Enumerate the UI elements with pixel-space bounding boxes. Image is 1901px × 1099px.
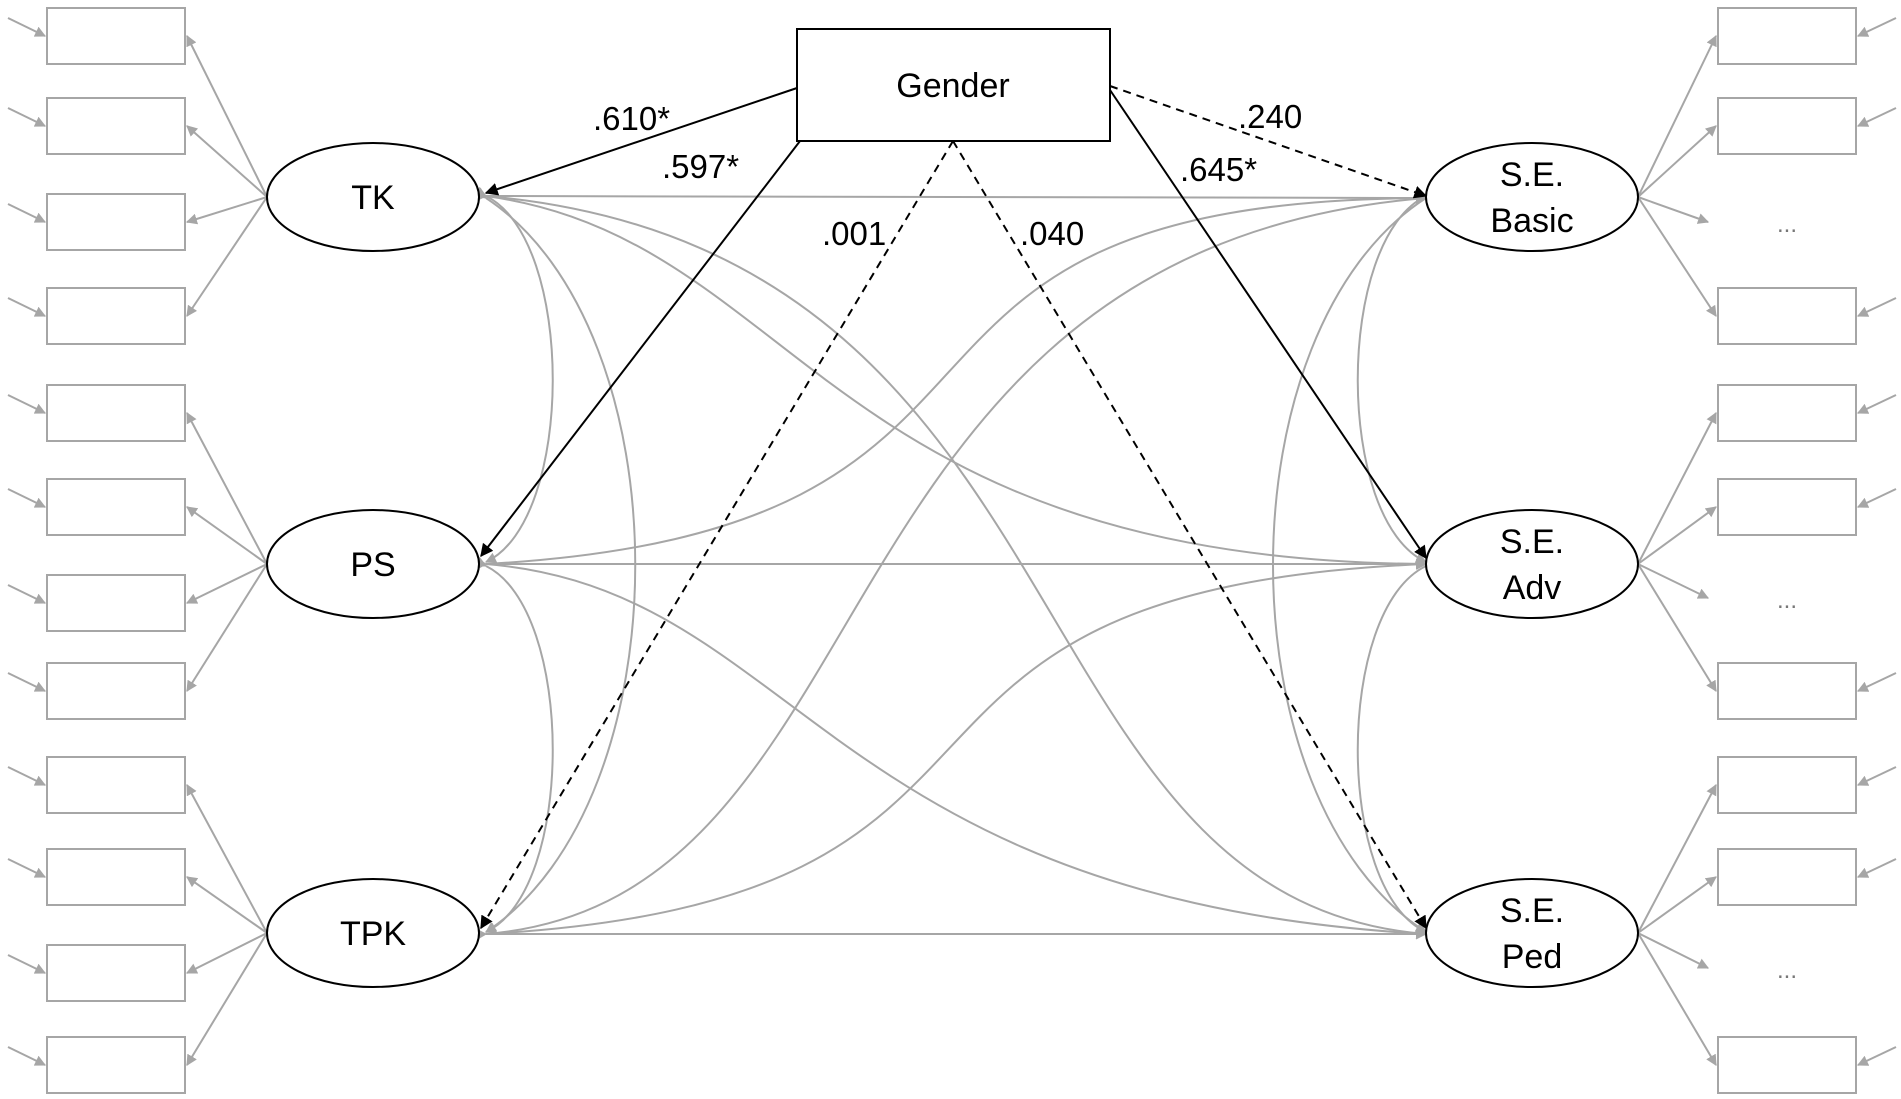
indicator-tk-4	[7, 196, 268, 345]
indicator-tk-1	[7, 7, 268, 198]
ellipsis-se-adv: ...	[1777, 587, 1797, 614]
covariance-tpk-adv	[475, 558, 1428, 941]
ellipsis-se-ped: ...	[1777, 957, 1797, 984]
factor-label-se-adv-1: S.E.	[1500, 523, 1564, 561]
coef-gender-se-adv: .645*	[1180, 151, 1257, 188]
factor-label-se-ped-1: S.E.	[1500, 892, 1564, 930]
gender-label: Gender	[896, 67, 1009, 105]
path-gender-se-ped	[952, 140, 1427, 930]
coef-gender-tk: .610*	[593, 100, 670, 137]
covariance-adv-ped	[1356, 556, 1438, 933]
indicator-se-ped-1	[1637, 756, 1897, 934]
factor-se-adv: S.E. Adv	[1425, 509, 1639, 619]
covariance-ps-tpk	[474, 556, 554, 933]
structural-paths	[480, 85, 1428, 930]
indicator-tk-2	[7, 97, 268, 198]
indicator-tpk-4	[7, 932, 268, 1094]
factor-se-ped: S.E. Ped	[1425, 878, 1639, 988]
indicator-ps-3	[7, 563, 268, 632]
covariance-tpk-basic	[475, 193, 1428, 941]
indicator-ps-4	[7, 563, 268, 720]
factor-label-se-basic-2: Basic	[1490, 202, 1573, 240]
factor-ps: PS	[266, 509, 480, 619]
path-coefficients: .610* .597* .001 .040 .240 .645*	[593, 98, 1302, 252]
path-gender-tk	[484, 87, 798, 196]
path-gender-tpk	[480, 140, 954, 930]
indicator-se-adv-3	[1637, 563, 1897, 720]
indicator-ps-1	[7, 384, 268, 565]
factor-covariances	[474, 186, 1438, 941]
factor-label-tk-1: TK	[351, 179, 395, 217]
indicator-group: .........	[7, 7, 1897, 1094]
indicator-se-basic-3	[1637, 196, 1897, 345]
coef-gender-se-basic: .240	[1238, 98, 1302, 135]
covariance-ps-ped	[475, 557, 1428, 939]
factor-tk: TK	[266, 142, 480, 252]
factor-label-se-ped-2: Ped	[1502, 938, 1563, 976]
factor-label-se-adv-2: Adv	[1503, 569, 1562, 607]
coef-gender-se-ped: .040	[1020, 215, 1084, 252]
coef-gender-ps: .597*	[662, 148, 739, 185]
indicator-se-basic-2	[1637, 97, 1897, 198]
indicator-tpk-1	[7, 756, 268, 934]
indicator-ps-2	[7, 478, 268, 565]
indicator-se-ped-3	[1637, 932, 1897, 1094]
factor-label-tpk-1: TPK	[340, 915, 406, 953]
indicator-tpk-3	[7, 932, 268, 1002]
covariance-tk-adv	[475, 189, 1428, 570]
indicator-se-adv-2	[1637, 478, 1897, 565]
indicator-se-adv-1	[1637, 384, 1897, 565]
path-gender-se-adv	[1109, 89, 1427, 560]
factor-tpk: TPK	[266, 878, 480, 988]
indicator-omitted-se-adv: ...	[1637, 563, 1797, 614]
path-gender-ps	[480, 101, 831, 558]
indicator-se-basic-1	[1637, 7, 1897, 198]
ellipsis-se-basic: ...	[1777, 211, 1797, 238]
indicator-se-ped-2	[1637, 848, 1897, 934]
gender-node: Gender	[796, 28, 1111, 142]
factor-label-ps-1: PS	[350, 546, 395, 584]
indicator-tpk-2	[7, 848, 268, 934]
covariance-ps-basic	[475, 192, 1428, 571]
coef-gender-tpk: .001	[822, 215, 886, 252]
factor-label-se-basic-1: S.E.	[1500, 156, 1564, 194]
indicator-omitted-se-basic: ...	[1637, 196, 1797, 238]
covariance-tk-basic	[476, 190, 1428, 204]
factor-se-basic: S.E. Basic	[1425, 142, 1639, 252]
indicator-omitted-se-ped: ...	[1637, 932, 1797, 984]
indicator-tk-3	[7, 193, 268, 251]
